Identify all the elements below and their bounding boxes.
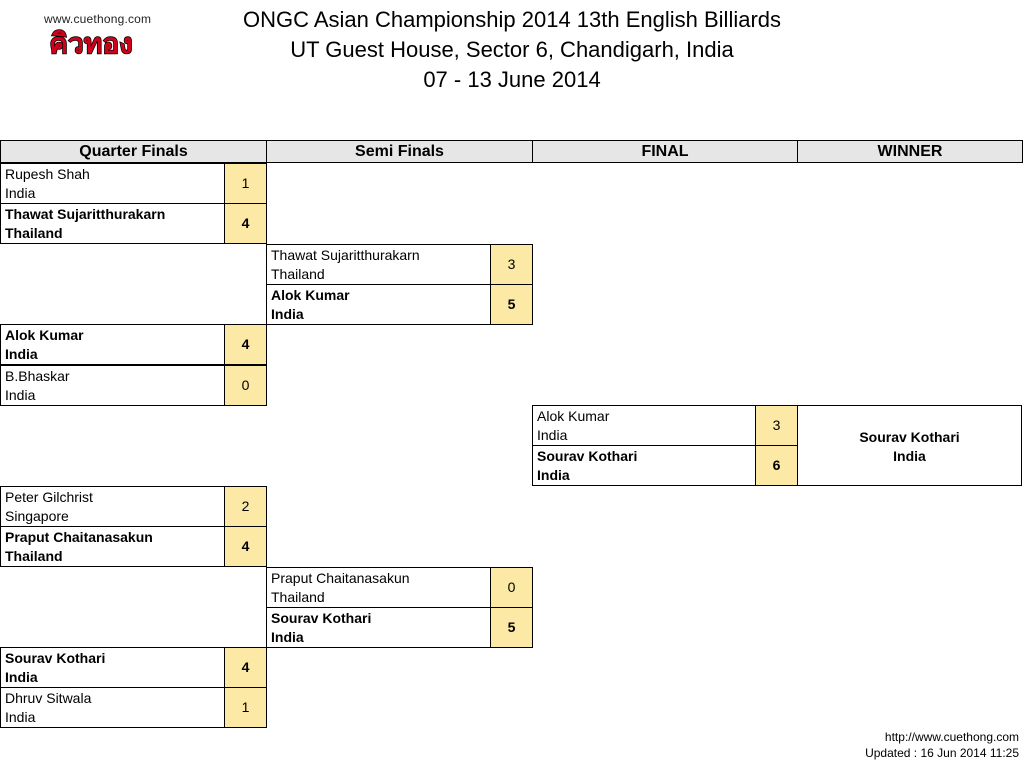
qf-player-slot: Praput Chaitanasakun Thailand 4 [0,526,267,567]
player-country: Thailand [5,225,63,241]
qf-player-slot: Rupesh Shah India 1 [0,163,267,204]
qf-player-slot: Sourav Kothari India 4 [0,647,267,688]
tournament-venue: UT Guest House, Sector 6, Chandigarh, In… [290,37,734,62]
player-name: Alok Kumar [5,327,84,343]
player-name: B.Bhaskar [5,368,70,384]
qf-player-slot: Peter Gilchrist Singapore 2 [0,486,267,527]
player-name: Praput Chaitanasakun [5,529,153,545]
player-country: Thailand [271,266,325,282]
qf-player-slot: Alok Kumar India 4 [0,324,267,365]
player-score: 2 [224,487,266,526]
player-score: 0 [224,366,266,405]
player-score: 3 [490,245,532,284]
final-player-slot: Sourav Kothari India 6 [532,445,798,486]
cuethong-logo: www.cuethong.com คิวทอง [8,12,174,60]
player-score: 1 [224,688,266,727]
sf-player-slot: Praput Chaitanasakun Thailand 0 [266,567,533,608]
player-score: 1 [224,164,266,203]
player-country: India [5,387,36,403]
player-score: 0 [490,568,532,607]
column-header-quarter-finals: Quarter Finals [0,140,267,163]
player-score: 3 [755,406,797,445]
player-name: Thawat Sujaritthurakarn [271,247,420,263]
footer-website-link[interactable]: http://www.cuethong.com [884,730,1019,744]
logo-word-text: คิวทอง [49,27,132,58]
column-header-final: FINAL [532,140,798,163]
player-score: 4 [224,527,266,566]
footer-updated-timestamp: Updated : 16 Jun 2014 11:25 [865,746,1019,760]
player-country: India [5,346,38,362]
champion-country: India [893,448,926,464]
player-country: India [271,306,304,322]
sf-player-slot: Sourav Kothari India 5 [266,607,533,648]
column-header-winner: WINNER [797,140,1023,163]
player-country: India [537,427,568,443]
player-country: India [271,629,304,645]
player-name: Praput Chaitanasakun [271,570,410,586]
sf-player-slot: Alok Kumar India 5 [266,284,533,325]
logo-url-text: www.cuethong.com [44,12,152,26]
player-country: India [5,185,36,201]
player-score: 5 [490,608,532,647]
player-name: Alok Kumar [271,287,350,303]
player-score: 4 [224,204,266,243]
player-name: Sourav Kothari [271,610,372,626]
tournament-dates: 07 - 13 June 2014 [423,67,601,92]
player-country: India [5,709,36,725]
player-score: 5 [490,285,532,324]
qf-player-slot: Thawat Sujaritthurakarn Thailand 4 [0,203,267,244]
logo-wordmark-icon: คิวทอง [8,26,174,58]
player-country: India [5,669,38,685]
player-name: Rupesh Shah [5,166,90,182]
player-name: Peter Gilchrist [5,489,93,505]
tournament-title: ONGC Asian Championship 2014 13th Englis… [242,7,782,32]
column-header-semi-finals: Semi Finals [266,140,533,163]
player-name: Dhruv Sitwala [5,690,92,706]
player-score: 4 [224,648,266,687]
champion-name: Sourav Kothari [859,429,960,445]
player-country: Singapore [5,508,69,524]
player-country: India [537,467,570,483]
player-score: 6 [755,446,797,485]
player-name: Sourav Kothari [537,448,638,464]
player-score: 4 [224,325,266,364]
sf-player-slot: Thawat Sujaritthurakarn Thailand 3 [266,244,533,285]
qf-player-slot: B.Bhaskar India 0 [0,365,267,406]
player-name: Sourav Kothari [5,650,106,666]
player-name: Thawat Sujaritthurakarn [5,206,166,222]
player-country: Thailand [5,548,63,564]
player-country: Thailand [271,589,325,605]
player-name: Alok Kumar [537,408,610,424]
champion-box: Sourav Kothari India [797,405,1022,486]
qf-player-slot: Dhruv Sitwala India 1 [0,687,267,728]
final-player-slot: Alok Kumar India 3 [532,405,798,446]
